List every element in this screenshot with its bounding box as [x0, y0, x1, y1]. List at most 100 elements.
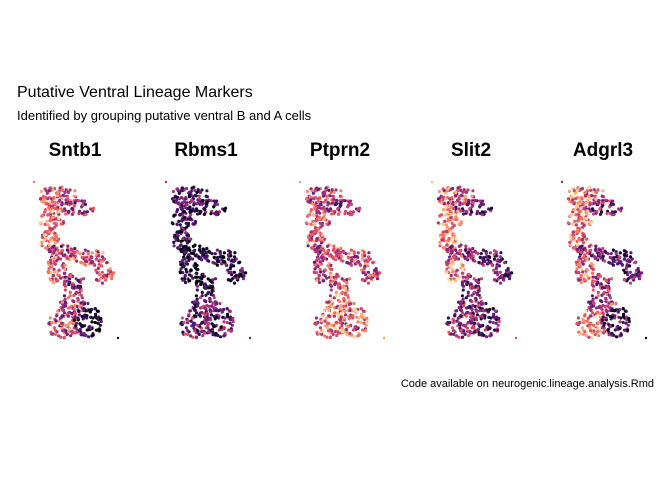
cell-point [619, 260, 623, 264]
cell-point [574, 213, 578, 217]
cell-point [484, 301, 488, 306]
cell-point [74, 324, 78, 328]
cell-point [596, 330, 600, 334]
cell-point [496, 323, 500, 327]
cell-point [194, 281, 198, 285]
cell-point [38, 197, 43, 201]
cell-point [100, 255, 105, 259]
cell-point [183, 206, 187, 210]
cell-point [52, 244, 56, 248]
cell-point [487, 255, 491, 259]
cell-point [450, 196, 454, 200]
cell-point [628, 264, 632, 268]
cell-point [43, 198, 47, 202]
cell-point [430, 180, 434, 184]
cell-point [185, 270, 189, 274]
cell-point [188, 190, 192, 194]
cell-point [55, 314, 59, 318]
cell-point [215, 248, 219, 252]
cell-point [338, 307, 342, 311]
cell-point [116, 336, 120, 340]
cell-point [454, 309, 458, 313]
cell-point [318, 250, 322, 254]
cell-point [351, 210, 355, 214]
cell-point [51, 216, 55, 220]
cell-point [52, 267, 56, 271]
cell-point [330, 188, 334, 192]
cell-point [479, 203, 483, 207]
cell-point [356, 320, 360, 324]
cell-point [491, 320, 495, 325]
cell-point [449, 216, 453, 220]
cell-point [438, 213, 442, 217]
cell-point [58, 198, 62, 202]
cell-point [597, 334, 601, 338]
cell-point [79, 260, 83, 265]
cell-point [575, 189, 579, 193]
cell-point [444, 223, 448, 227]
cell-point [471, 189, 475, 193]
cell-point [328, 194, 332, 198]
cell-point [457, 222, 461, 226]
cell-point [461, 288, 465, 292]
cell-point [47, 243, 51, 247]
cell-point [174, 195, 178, 199]
cell-point [441, 230, 446, 234]
cell-point [612, 256, 616, 260]
cell-point [590, 311, 595, 315]
cell-point [320, 233, 324, 237]
cell-point [76, 278, 80, 283]
cell-point [195, 263, 199, 267]
cell-point [599, 256, 603, 260]
cell-point [580, 244, 584, 248]
cell-point [60, 321, 64, 325]
cell-point [593, 194, 597, 198]
cell-point [178, 260, 182, 264]
cell-point [175, 222, 179, 227]
cell-point [568, 213, 572, 217]
cell-point [83, 263, 87, 267]
cell-point [446, 219, 450, 223]
cell-point [57, 268, 61, 272]
cell-point [221, 255, 225, 259]
chart-subtitle: Identified by grouping putative ventral … [17, 108, 312, 123]
cell-point [575, 230, 579, 234]
cell-point [345, 293, 349, 297]
cell-point [591, 297, 595, 301]
cell-point [178, 197, 182, 201]
cell-point [231, 260, 236, 264]
cell-point [488, 320, 492, 324]
cell-point [335, 334, 339, 338]
cell-point [203, 256, 207, 260]
cell-point [184, 260, 188, 264]
cell-point [46, 260, 50, 264]
cell-point [179, 205, 183, 209]
cell-point [600, 194, 604, 198]
cell-point [606, 289, 610, 293]
cell-point [228, 250, 232, 254]
cell-point [82, 308, 86, 313]
cell-point [325, 276, 329, 280]
cell-point [361, 328, 365, 332]
cell-point [633, 273, 637, 277]
cell-point [589, 314, 593, 318]
cell-point [229, 254, 233, 258]
cell-point [349, 263, 353, 267]
cell-point [329, 304, 334, 308]
cell-point [195, 190, 199, 194]
cell-point [108, 267, 112, 271]
cell-point [584, 309, 588, 313]
cell-point [313, 322, 317, 326]
cell-point [442, 246, 446, 251]
cell-point [98, 273, 102, 277]
cell-point [309, 198, 313, 202]
cell-point [197, 279, 201, 283]
cell-point [461, 263, 465, 267]
cell-point [337, 282, 341, 286]
cell-point [68, 188, 72, 192]
cell-point [54, 332, 58, 336]
cell-point [583, 273, 588, 277]
cell-point [461, 275, 465, 279]
cell-point [610, 302, 615, 306]
